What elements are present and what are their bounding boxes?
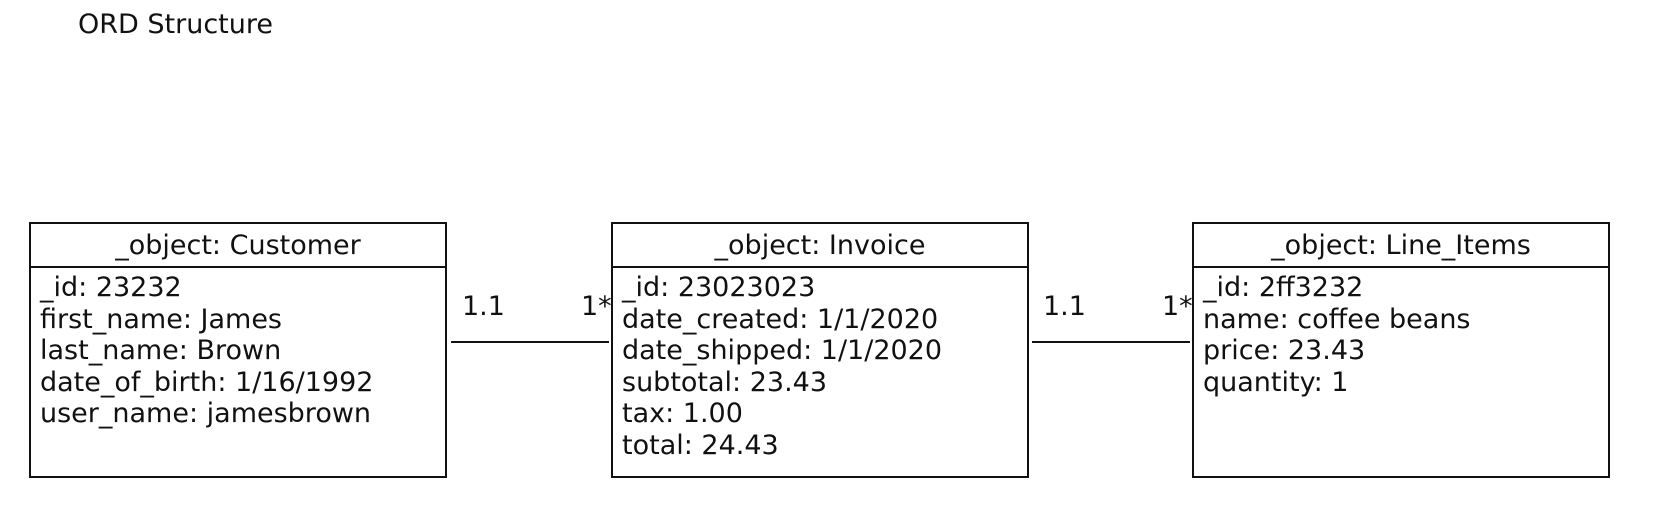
attribute: date_shipped: 1/1/2020 — [622, 335, 943, 366]
attribute: date_of_birth: 1/16/1992 — [40, 366, 374, 398]
multiplicity-label-invoice-side: 1* — [581, 291, 612, 322]
attribute: total: 24.43 — [622, 429, 779, 461]
object-header-customer: _object: Customer — [31, 224, 445, 268]
attribute-list-customer: _id: 23232 first_name: James last_name: … — [31, 268, 445, 430]
relationship-line-invoice-line-items — [1032, 341, 1190, 343]
attribute: user_name: jamesbrown — [40, 398, 372, 429]
object-box-line-items: _object: Line_Items _id: 2ff3232 name: c… — [1192, 222, 1610, 478]
attribute-list-invoice: _id: 23023023 date_created: 1/1/2020 dat… — [613, 268, 1027, 461]
object-header-line-items: _object: Line_Items — [1194, 224, 1608, 268]
multiplicity-label-line-items-side: 1* — [1162, 291, 1193, 322]
object-box-invoice: _object: Invoice _id: 23023023 date_crea… — [611, 222, 1029, 478]
attribute: last_name: Brown — [40, 335, 282, 366]
attribute: price: 23.43 — [1203, 335, 1366, 366]
attribute: date_created: 1/1/2020 — [622, 303, 939, 335]
attribute-list-line-items: _id: 2ff3232 name: coffee beans price: 2… — [1194, 268, 1608, 398]
object-header-invoice: _object: Invoice — [613, 224, 1027, 268]
attribute: _id: 2ff3232 — [1203, 272, 1364, 303]
attribute: first_name: James — [40, 303, 282, 335]
multiplicity-label-invoice-side-2: 1.1 — [1043, 291, 1086, 322]
attribute: subtotal: 23.43 — [622, 366, 828, 398]
attribute: _id: 23023023 — [622, 272, 816, 303]
attribute: tax: 1.00 — [622, 398, 743, 429]
relationship-line-customer-invoice — [451, 341, 609, 343]
diagram-title: ORD Structure — [78, 9, 273, 40]
attribute: _id: 23232 — [40, 272, 182, 303]
attribute: quantity: 1 — [1203, 366, 1349, 398]
object-box-customer: _object: Customer _id: 23232 first_name:… — [29, 222, 447, 478]
multiplicity-label-customer-side: 1.1 — [462, 291, 505, 322]
attribute: name: coffee beans — [1203, 303, 1471, 335]
